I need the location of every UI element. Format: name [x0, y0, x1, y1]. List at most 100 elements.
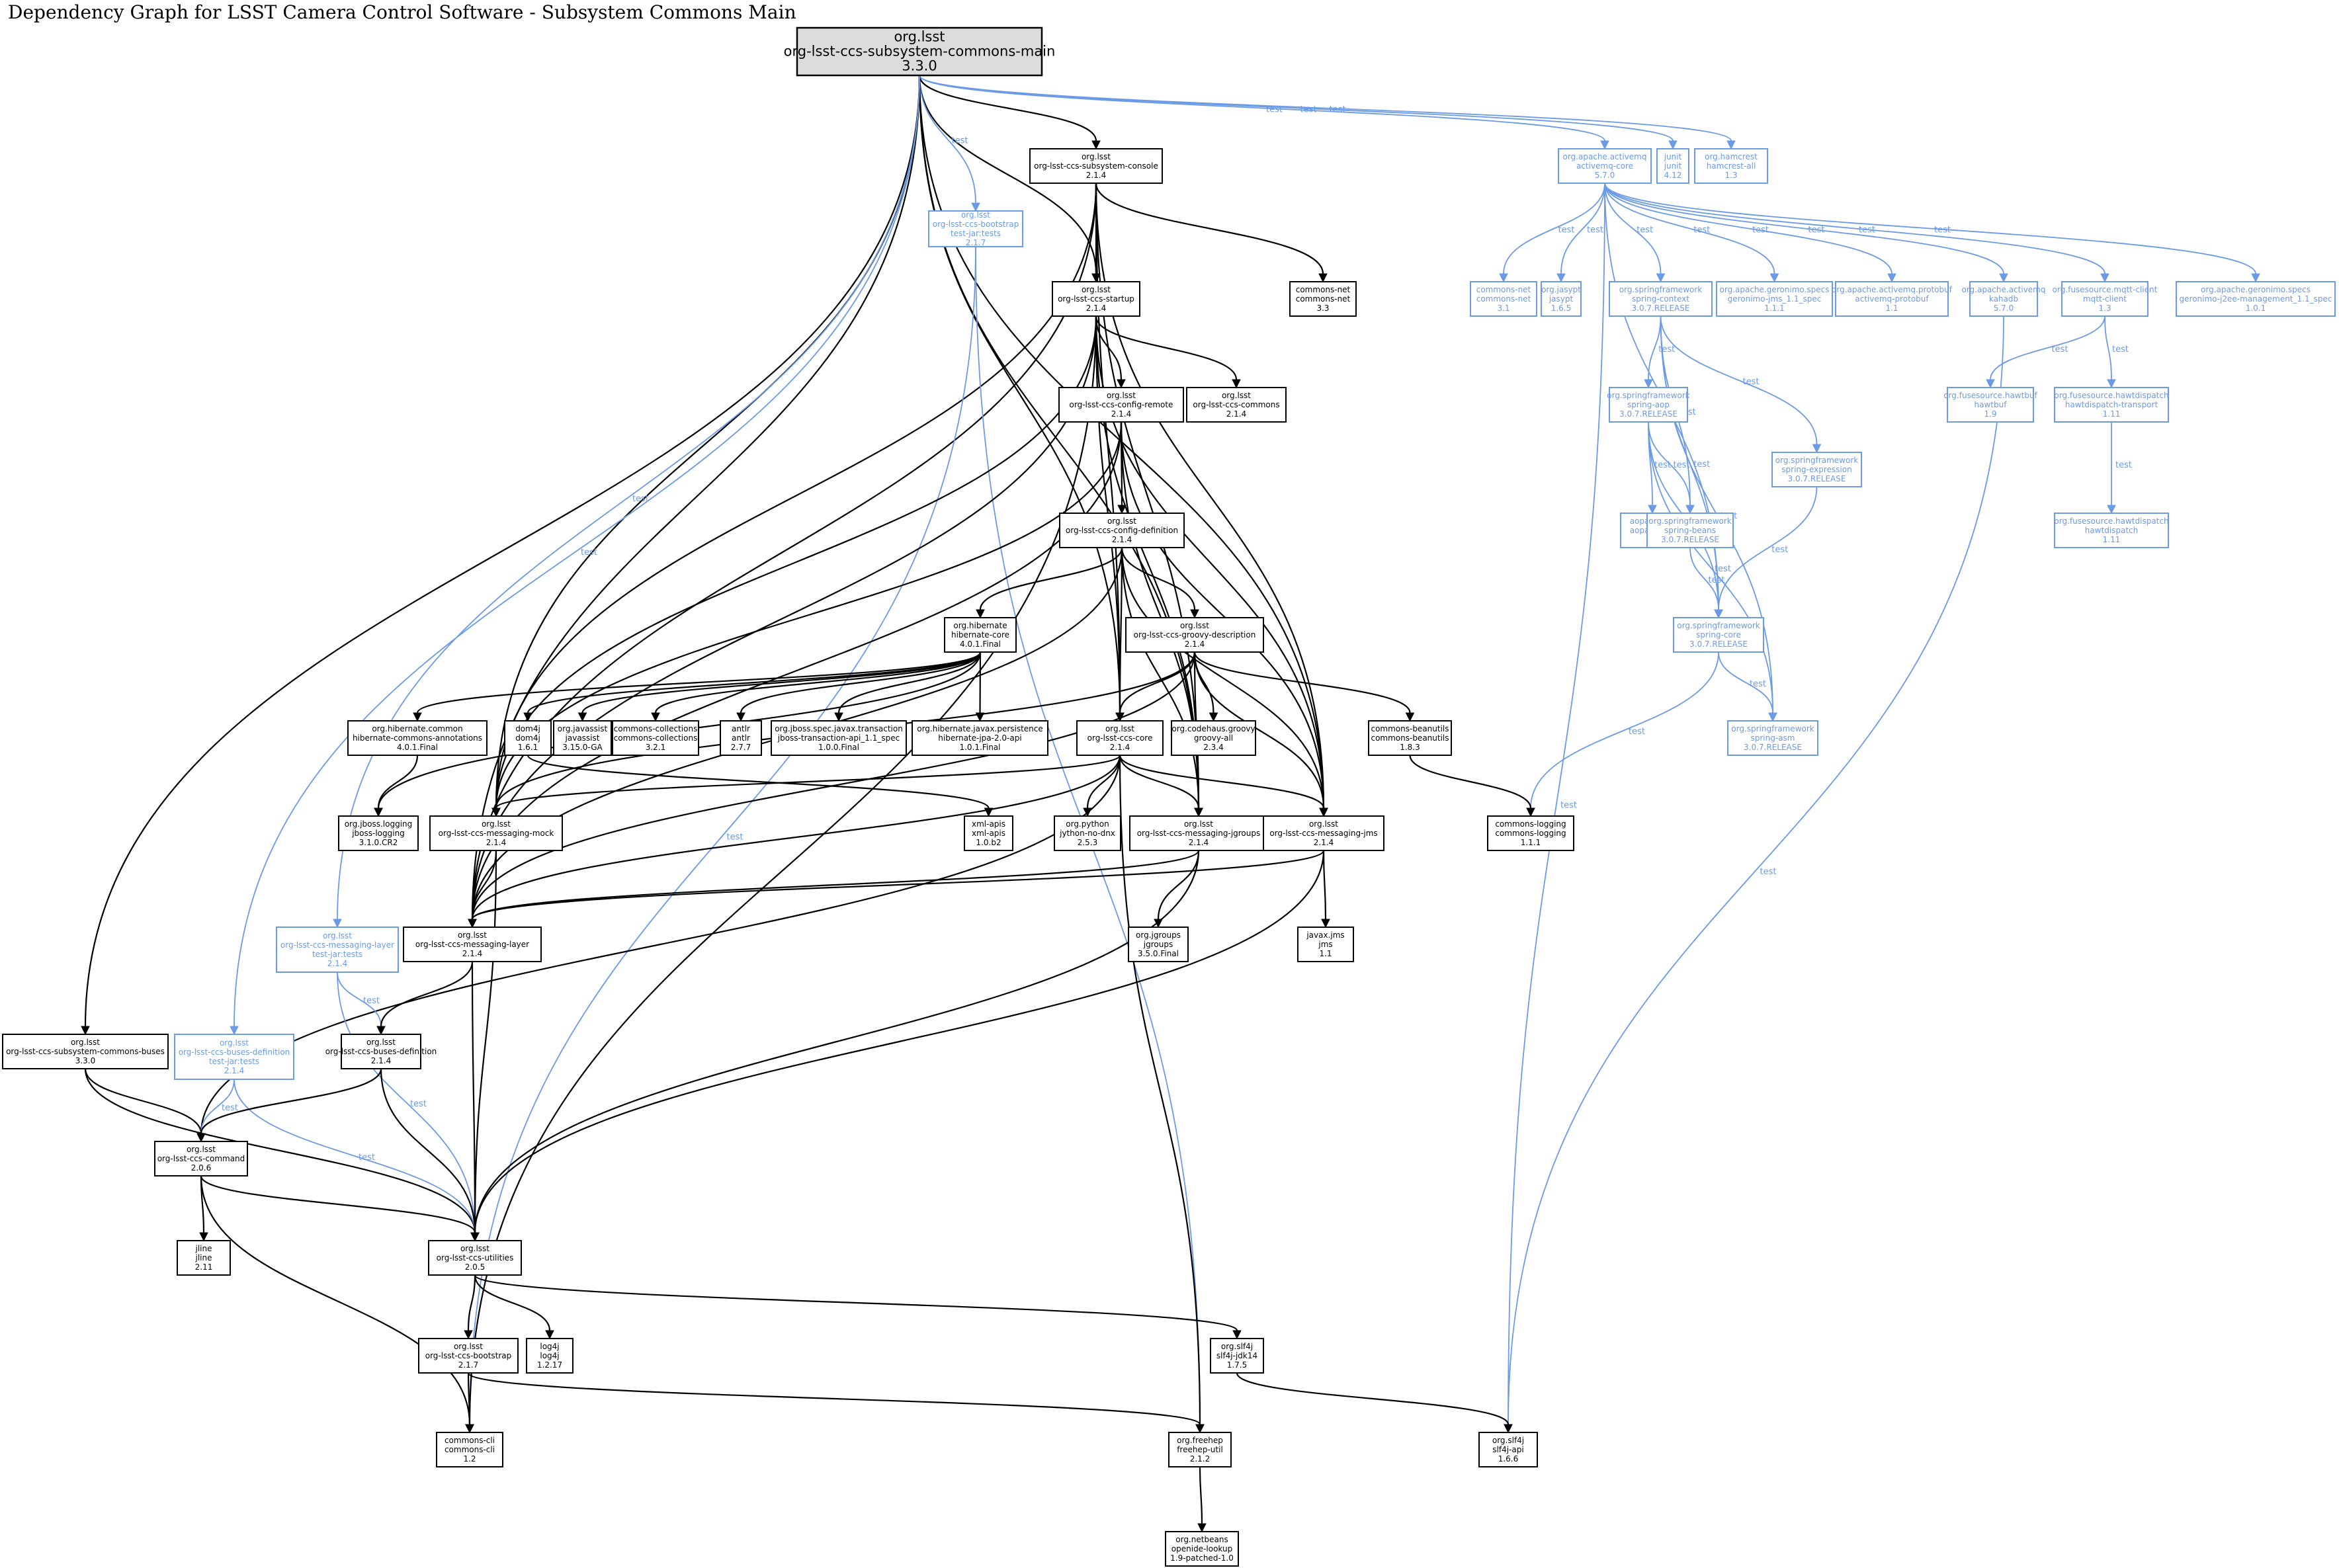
node-buses-definition[interactable]: org.lsstorg-lsst-ccs-buses-definition2.1…	[325, 1034, 437, 1069]
node-geronimo-j2ee[interactable]: org.apache.geronimo.specsgeronimo-j2ee-m…	[2176, 281, 2336, 317]
edge-root-to-activemq-core: test	[919, 75, 1609, 150]
node-label-line: activemq-core	[1576, 161, 1633, 171]
node-buses-def-tests[interactable]: org.lsstorg-lsst-ccs-buses-definitiontes…	[174, 1034, 294, 1080]
node-hibernate-jpa[interactable]: org.hibernate.javax.persistencehibernate…	[912, 720, 1048, 756]
edge-arrowhead	[545, 1330, 554, 1340]
edge-label-test: test	[1771, 545, 1788, 555]
node-label-line: dom4j	[515, 724, 540, 733]
edge-startup-to-ccs-commons	[1095, 315, 1241, 389]
node-messaging-layer-tests[interactable]: org.lsstorg-lsst-ccs-messaging-layertest…	[276, 927, 399, 973]
node-spring-aop[interactable]: org.springframeworkspring-aop3.0.7.RELEA…	[1607, 387, 1690, 423]
node-spring-context[interactable]: org.springframeworkspring-context3.0.7.R…	[1609, 281, 1713, 317]
edge-config-remote-to-messaging-mock	[491, 421, 1123, 817]
node-messaging-jgroups[interactable]: org.lsstorg-lsst-ccs-messaging-jgroups2.…	[1129, 815, 1268, 851]
node-label-line: org.jboss.spec.javax.transaction	[775, 724, 903, 733]
node-messaging-layer[interactable]: org.lsstorg-lsst-ccs-messaging-layer2.1.…	[403, 927, 542, 962]
node-label-line: org-lsst-ccs-subsystem-commons-buses	[6, 1047, 165, 1056]
node-label-line: 3.3	[1316, 304, 1329, 313]
edge-label-test: test	[1760, 867, 1777, 877]
node-console[interactable]: org.lsstorg-lsst-ccs-subsystem-console2.…	[1029, 148, 1163, 184]
node-box	[526, 1338, 574, 1374]
node-jboss-transaction[interactable]: org.jboss.spec.javax.transactionjboss-tr…	[771, 720, 907, 756]
node-spring-beans[interactable]: org.springframeworkspring-beans3.0.7.REL…	[1646, 513, 1734, 548]
edge-line	[1660, 315, 1818, 445]
node-commons-buses[interactable]: org.lsstorg-lsst-ccs-subsystem-commons-b…	[2, 1034, 169, 1069]
node-label-line: org-lsst-ccs-config-definition	[1066, 526, 1178, 535]
node-label-line: xml-apis	[972, 819, 1005, 829]
node-box	[403, 927, 542, 962]
node-root[interactable]: org.lsstorg-lsst-ccs-subsystem-commons-m…	[784, 26, 1056, 77]
edge-line	[468, 315, 1097, 1425]
node-hawtdispatch[interactable]: org.fusesource.hawtdispatchhawtdispatch1…	[2054, 513, 2169, 548]
edge-config-definition-to-messaging-jgroups	[1121, 547, 1203, 817]
node-label-line: org.springframework	[1648, 516, 1732, 526]
node-label-line: commons-beanutils	[1371, 724, 1449, 733]
node-label-line: org.apache.activemq.protobuf	[1832, 285, 1953, 294]
node-geronimo-jms[interactable]: org.apache.geronimo.specsgeronimo-jms_1.…	[1716, 281, 1833, 317]
node-box	[1771, 452, 1862, 487]
node-label-line: org.apache.geronimo.specs	[2201, 285, 2311, 294]
edge-startup-to-commons-cli	[465, 315, 1097, 1434]
node-hibernate-annotations[interactable]: org.hibernate.commonhibernate-commons-an…	[347, 720, 488, 756]
node-spring-core[interactable]: org.springframeworkspring-core3.0.7.RELE…	[1673, 617, 1764, 653]
node-label-line: commons-collections	[614, 733, 698, 743]
edge-ccs-command-to-utilities	[200, 1175, 480, 1242]
node-hawtdispatch-transport[interactable]: org.fusesource.hawtdispatchhawtdispatch-…	[2054, 387, 2169, 423]
node-label-line: geronimo-jms_1.1_spec	[1728, 294, 1822, 304]
node-label-line: org.lsst	[482, 819, 511, 829]
node-groovy-description[interactable]: org.lsstorg-lsst-ccs-groovy-description2…	[1125, 617, 1264, 653]
node-activemq-protobuf[interactable]: org.apache.activemq.protobufactivemq-pro…	[1832, 281, 1953, 317]
node-config-definition[interactable]: org.lsstorg-lsst-ccs-config-definition2.…	[1059, 513, 1185, 548]
node-label-line: org.fusesource.mqtt-client	[2053, 285, 2158, 294]
node-label-line: 2.11	[195, 1262, 213, 1272]
edge-activemq-core-to-mqtt-client: test	[1604, 183, 2109, 283]
node-openide[interactable]: org.netbeansopenide-lookup1.9-patched-1.…	[1165, 1531, 1239, 1567]
node-label-line: org.fusesource.hawtbuf	[1943, 391, 2037, 400]
node-spring-asm[interactable]: org.springframeworkspring-asm3.0.7.RELEA…	[1727, 720, 1818, 756]
edge-arrowhead	[413, 712, 422, 722]
edge-line	[1604, 183, 1892, 274]
node-commons-collections[interactable]: commons-collectionscommons-collections3.…	[612, 720, 699, 756]
node-label-line: org.lsst	[1222, 391, 1251, 400]
edge-line	[337, 971, 382, 1027]
node-bootstrap-tests[interactable]: org.lsstorg-lsst-ccs-bootstraptest-jar:t…	[928, 210, 1023, 247]
node-spring-expression[interactable]: org.springframeworkspring-expression3.0.…	[1771, 452, 1862, 487]
node-label-line: 1.6.1	[518, 743, 538, 752]
